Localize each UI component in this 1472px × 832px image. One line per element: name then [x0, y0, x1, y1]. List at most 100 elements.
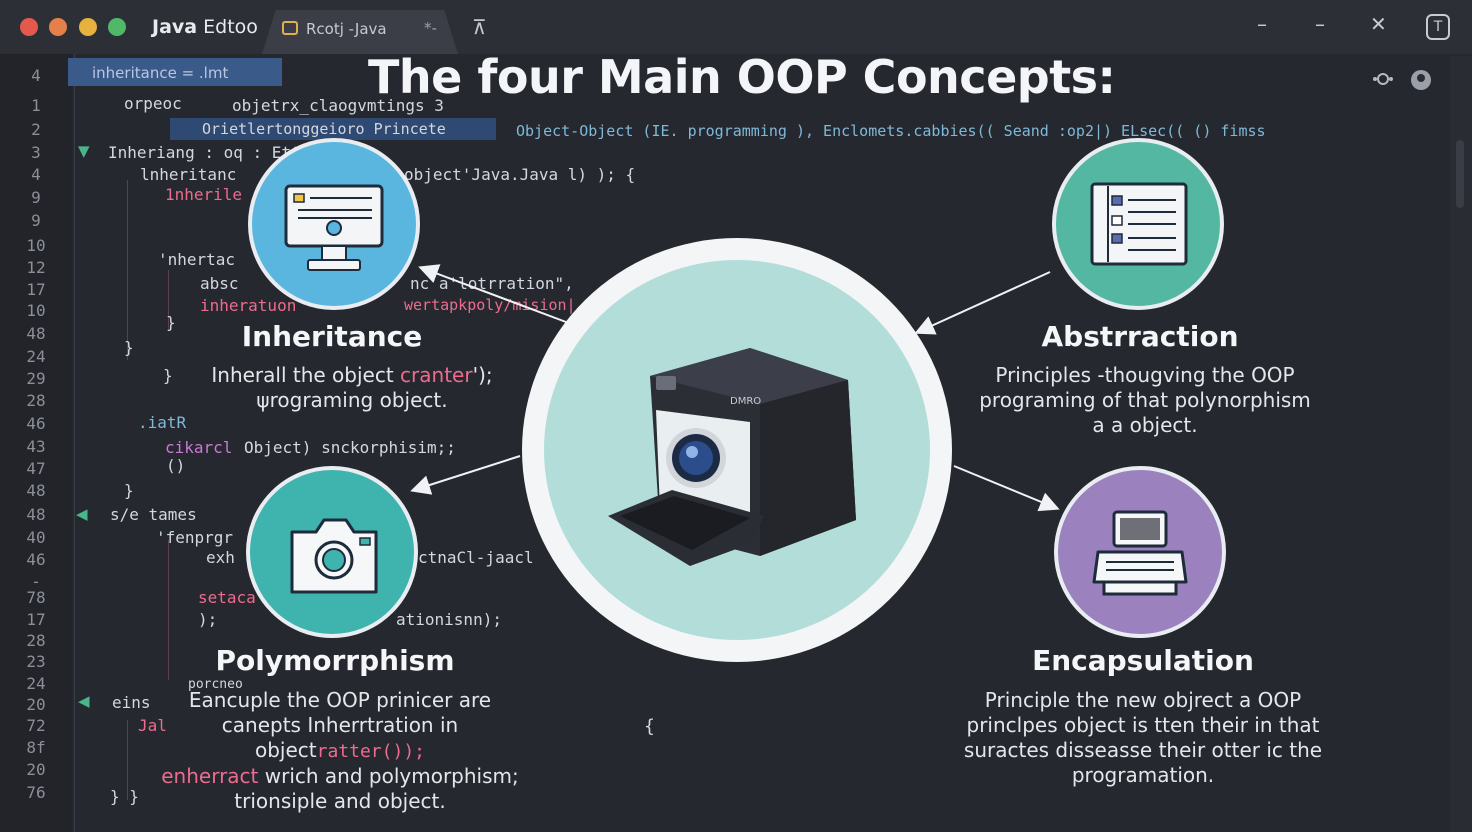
code-token[interactable]: s/e tames	[110, 505, 197, 524]
line-number: 23	[26, 652, 46, 671]
file-tab-label: inheritance = .lmt	[92, 64, 229, 82]
indent-guide	[168, 270, 169, 330]
code-token[interactable]: Jal	[138, 716, 167, 735]
indent-guide	[168, 540, 169, 680]
line-number: 46	[26, 550, 46, 569]
line-number: 9	[31, 211, 41, 230]
line-number: 9	[31, 188, 41, 207]
code-brace: }	[124, 481, 134, 500]
minimize-icon[interactable]: –	[1257, 12, 1267, 36]
fullscreen-window-dot[interactable]	[108, 18, 126, 36]
code-token[interactable]: orpeoc	[124, 94, 182, 113]
minimize-window-dot[interactable]	[49, 18, 67, 36]
close-icon[interactable]: ✕	[1370, 12, 1387, 36]
app-menu-icon[interactable]: T	[1426, 14, 1450, 40]
code-token[interactable]: absc	[200, 274, 239, 293]
polymorphism-description: Eancuple the OOP prinicer are canepts In…	[161, 688, 519, 813]
code-token[interactable]: .iatR	[138, 413, 187, 432]
line-number: 29	[26, 369, 46, 388]
maximize-icon[interactable]: –	[1315, 12, 1325, 36]
code-token[interactable]: Orietlertonggeioro Princete	[202, 120, 446, 138]
encapsulation-title: Encapsulation	[1032, 644, 1254, 677]
code-token[interactable]: object'Java.Java l) ); {	[404, 165, 636, 184]
line-number: 17	[26, 280, 46, 299]
account-icon[interactable]	[1409, 68, 1433, 92]
code-token[interactable]: porcneo	[188, 677, 243, 692]
code-token[interactable]: setaca	[198, 588, 256, 607]
code-brace: {	[644, 716, 655, 737]
vertical-scrollbar[interactable]	[1450, 56, 1472, 832]
page-title: The four Main OOP Concepts:	[368, 50, 1116, 104]
scrollbar-thumb[interactable]	[1456, 140, 1464, 208]
fold-arrow-icon[interactable]: ◀	[78, 692, 90, 710]
svg-text:DMRO: DMRO	[730, 396, 761, 407]
code-token[interactable]: 'nhertac	[158, 250, 236, 269]
settings-icon[interactable]	[1372, 70, 1394, 88]
line-number: 48	[26, 481, 46, 500]
code-token[interactable]: 1nherile	[165, 185, 243, 204]
line-number: 4	[31, 66, 41, 85]
fold-arrow-icon[interactable]: ▼	[78, 142, 90, 160]
inheritance-description: Inherall the object cranter'); ψrogramin…	[211, 363, 493, 412]
line-number: 24	[26, 674, 46, 693]
camera-box-icon: DMRO	[608, 348, 856, 566]
code-token[interactable]: lnheritanc	[140, 165, 237, 184]
code-brace: ()	[166, 456, 186, 475]
monitor-icon	[284, 184, 384, 271]
line-number: 4	[31, 165, 41, 184]
line-number: 8f	[26, 738, 46, 757]
line-number: 10	[26, 236, 46, 255]
code-brace: }	[124, 338, 134, 357]
camera-icon	[290, 518, 378, 594]
line-number: 78	[26, 588, 46, 607]
line-number: 17	[26, 610, 46, 629]
tab-close-icon[interactable]: *-	[424, 19, 437, 37]
line-number: 48	[26, 324, 46, 343]
code-token[interactable]: ctnaCl-jaacl	[418, 548, 534, 567]
line-number: 24	[26, 347, 46, 366]
line-number: 28	[26, 391, 46, 410]
line-number: 2	[31, 120, 41, 139]
line-number: 28	[26, 631, 46, 650]
abstraction-description: Principles -thougving the OOP programing…	[979, 363, 1311, 437]
close-window-dot[interactable]	[20, 18, 38, 36]
code-token[interactable]: eins	[112, 693, 151, 712]
app-title: Java Edtoo	[152, 16, 258, 38]
fold-arrow-icon[interactable]: ◀	[76, 505, 88, 523]
indent-guide	[127, 180, 128, 360]
line-number: 48	[26, 505, 46, 524]
line-number: 72	[26, 716, 46, 735]
code-token[interactable]: Object) snckorphisim;;	[244, 438, 456, 457]
line-number: 10	[26, 301, 46, 320]
code-token[interactable]: objetrx_claogvmtings 3	[232, 96, 444, 115]
abstraction-title: Abstrraction	[1041, 320, 1239, 353]
code-token[interactable]: wertapkpoly/mision|	[404, 296, 576, 314]
document-list-icon	[1090, 182, 1188, 266]
code-token[interactable]: nc a'lotrration",	[410, 274, 574, 293]
editor-tab-label: Rcotj -Java	[306, 20, 387, 38]
code-brace: }	[163, 366, 173, 385]
code-token[interactable]: exh	[206, 548, 235, 567]
encapsulation-description: Principle the new objrect a OOP princlpe…	[963, 688, 1323, 787]
line-number: 40	[26, 528, 46, 547]
code-token[interactable]: Object-Object (IE. programming ), Enclom…	[516, 122, 1266, 140]
inheritance-title: Inheritance	[241, 320, 423, 353]
code-token[interactable]: cikarcl	[165, 438, 233, 457]
code-brace: }	[166, 313, 176, 332]
line-number: 46	[26, 414, 46, 433]
line-number: 76	[26, 783, 46, 802]
code-token[interactable]: inheratuon	[200, 296, 297, 315]
code-brace: );	[198, 610, 218, 629]
code-token[interactable]: Inheriang : oq : Ettons	[108, 143, 330, 162]
code-token[interactable]: ationisnn);	[396, 610, 502, 629]
gutter-divider	[74, 54, 75, 832]
line-number: 12	[26, 258, 46, 277]
editor-tab[interactable]	[262, 10, 458, 54]
line-number: 1	[31, 96, 41, 115]
code-token[interactable]: 'fenprgr	[156, 528, 234, 547]
zoom-window-dot[interactable]	[79, 18, 97, 36]
file-icon	[282, 21, 298, 35]
selected-line	[170, 118, 496, 140]
file-tab[interactable]	[68, 58, 282, 86]
new-tab-icon[interactable]: ⊼	[472, 15, 487, 39]
